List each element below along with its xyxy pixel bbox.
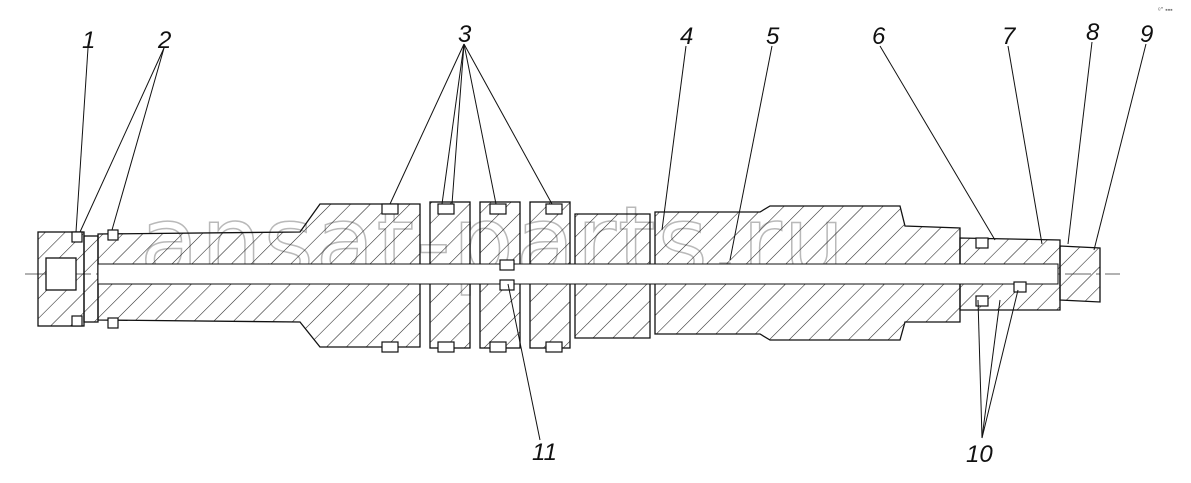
callout-4: 4 bbox=[680, 23, 693, 50]
callout-11: 11 bbox=[532, 439, 557, 466]
callout-9: 9 bbox=[1140, 21, 1153, 48]
seal-rings bbox=[71, 203, 1027, 353]
callout-7: 7 bbox=[1002, 23, 1017, 50]
callout-6: 6 bbox=[872, 23, 886, 50]
leader-lines bbox=[75, 41, 1147, 441]
corner-mark: ᵉ'' ▪▪▪ bbox=[1158, 7, 1173, 14]
callout-5: 5 bbox=[766, 23, 780, 50]
callout-8: 8 bbox=[1086, 19, 1100, 46]
callout-1: 1 bbox=[82, 27, 95, 54]
callout-2: 2 bbox=[157, 27, 171, 54]
callout-10: 10 bbox=[966, 441, 993, 468]
callout-3: 3 bbox=[458, 21, 472, 48]
left-end-cap bbox=[37, 231, 99, 327]
shaft-body bbox=[97, 201, 1101, 349]
